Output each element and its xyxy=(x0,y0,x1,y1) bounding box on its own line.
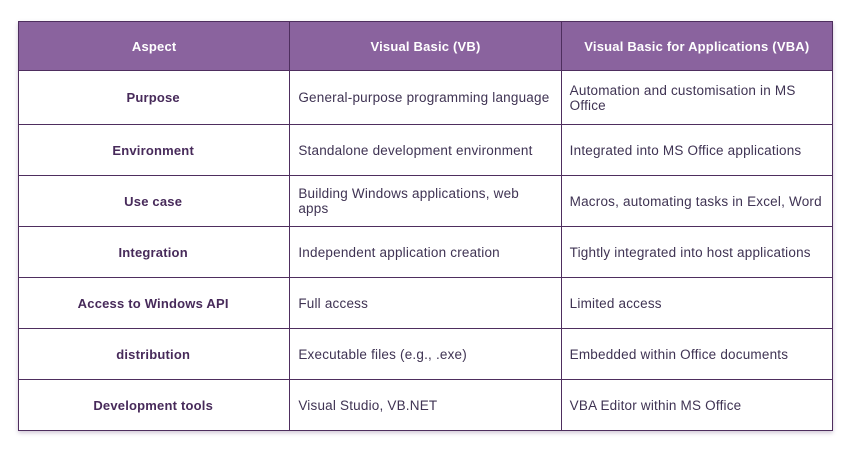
vb-value: General-purpose programming language xyxy=(289,70,562,125)
aspect-label: Environment xyxy=(17,124,291,176)
aspect-label: Purpose xyxy=(17,70,291,125)
table-body: Purpose General-purpose programming lang… xyxy=(17,70,834,431)
aspect-label: Access to Windows API xyxy=(17,277,291,329)
aspect-label: distribution xyxy=(17,328,291,380)
table-header: Aspect Visual Basic (VB) Visual Basic fo… xyxy=(17,21,834,71)
table-row-access-windows-api: Access to Windows API Full access Limite… xyxy=(17,277,834,329)
vba-value: Embedded within Office documents xyxy=(560,328,834,380)
table-row-integration: Integration Independent application crea… xyxy=(17,226,834,278)
aspect-label: Development tools xyxy=(17,379,291,431)
table-row-use-case: Use case Building Windows applications, … xyxy=(17,175,834,227)
header-row: Aspect Visual Basic (VB) Visual Basic fo… xyxy=(17,21,834,71)
vb-vba-comparison-table: Aspect Visual Basic (VB) Visual Basic fo… xyxy=(17,21,834,431)
vba-value: VBA Editor within MS Office xyxy=(560,379,834,431)
aspect-label: Integration xyxy=(17,226,291,278)
aspect-label: Use case xyxy=(17,175,291,227)
column-header-vb: Visual Basic (VB) xyxy=(289,21,562,71)
table-row-environment: Environment Standalone development envir… xyxy=(17,124,834,176)
vb-value: Visual Studio, VB.NET xyxy=(289,379,562,431)
table-row-development-tools: Development tools Visual Studio, VB.NET … xyxy=(17,379,834,431)
vba-value: Tightly integrated into host application… xyxy=(560,226,834,278)
vb-value: Full access xyxy=(289,277,562,329)
vb-value: Independent application creation xyxy=(289,226,562,278)
table-row-purpose: Purpose General-purpose programming lang… xyxy=(17,70,834,125)
column-header-vba: Visual Basic for Applications (VBA) xyxy=(560,21,834,71)
vb-value: Standalone development environment xyxy=(289,124,562,176)
vba-value: Limited access xyxy=(560,277,834,329)
column-header-aspect: Aspect xyxy=(17,21,291,71)
vb-value: Executable files (e.g., .exe) xyxy=(289,328,562,380)
vba-value: Automation and customisation in MS Offic… xyxy=(560,70,834,125)
vba-value: Integrated into MS Office applications xyxy=(560,124,834,176)
vba-value: Macros, automating tasks in Excel, Word xyxy=(560,175,834,227)
table-row-distribution: distribution Executable files (e.g., .ex… xyxy=(17,328,834,380)
vb-value: Building Windows applications, web apps xyxy=(289,175,562,227)
